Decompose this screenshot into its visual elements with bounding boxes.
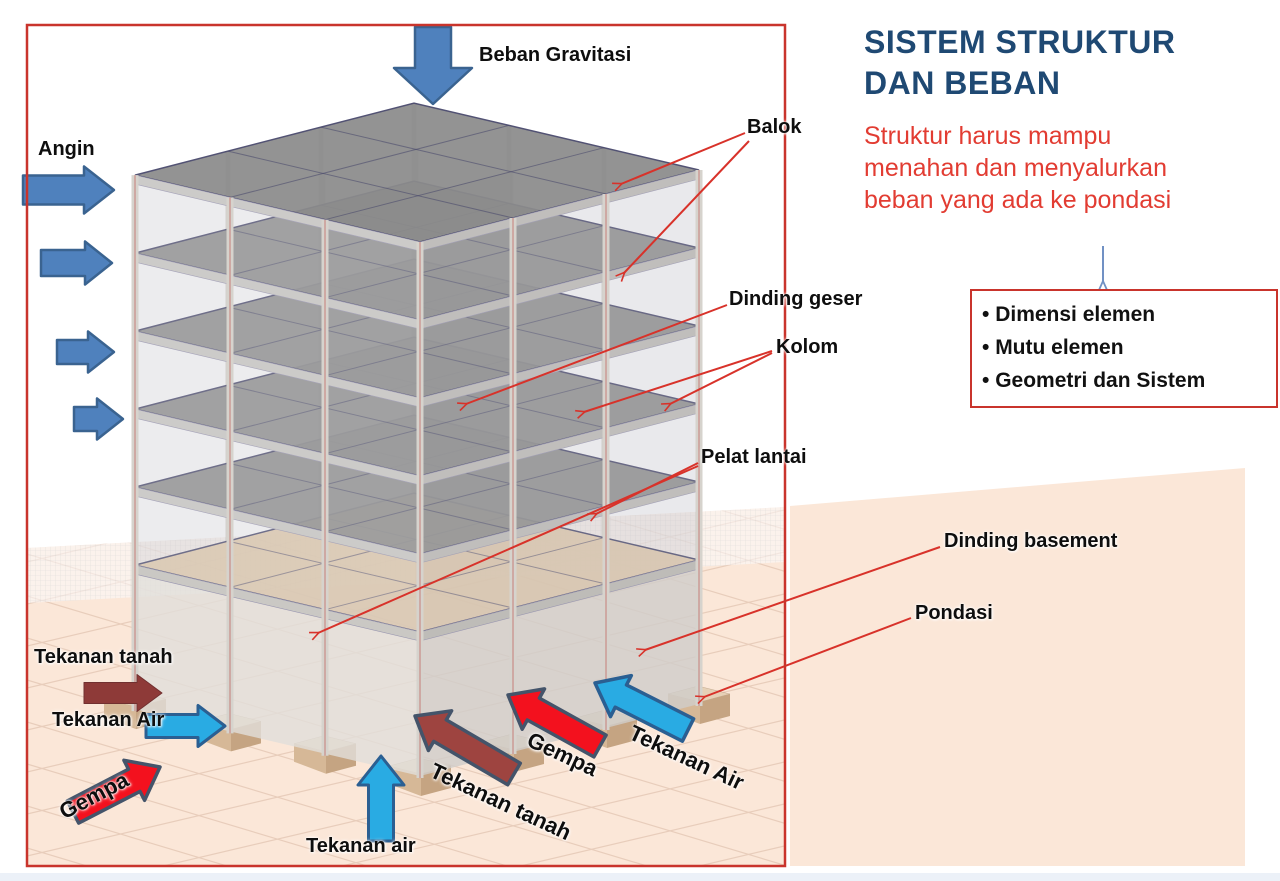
column-callout-line [670, 352, 773, 404]
building-model [103, 102, 731, 796]
requirement-item: Mutu elemen [982, 331, 1270, 364]
basement-wall-callout-line [645, 546, 941, 650]
beam-label: Balok [747, 116, 802, 138]
subtitle-line: Struktur harus mampu [864, 122, 1112, 150]
foundation-label: Pondasi [915, 602, 993, 624]
subtitle-line: beban yang ada ke pondasi [864, 186, 1172, 214]
floor-plate-label: Pelat lantai [701, 446, 807, 468]
column-label: Kolom [776, 336, 839, 358]
wind-arrow-3 [55, 330, 116, 374]
gravity-load-arrow [392, 25, 474, 106]
beam-callout-line [624, 140, 750, 273]
requirement-item: Geometri dan Sistem [982, 364, 1270, 397]
soil-pressure-mid-arrow [413, 709, 523, 787]
ground-outside [790, 468, 1245, 866]
requirement-item: Dimensi elemen [982, 298, 1270, 331]
wind-arrow-1 [21, 165, 116, 215]
subtitle-line: menahan dan menyalurkan [864, 154, 1167, 182]
wind-load-label: Angin [38, 138, 95, 160]
water-pressure-up-arrow [356, 754, 406, 843]
gravity-load-label: Beban Gravitasi [479, 44, 632, 66]
shear-wall-callout-line [466, 304, 728, 404]
column-callout-line [584, 350, 773, 412]
shear-wall-label: Dinding geser [729, 288, 863, 310]
floor-plate-callout-line [318, 465, 699, 633]
water-pressure-left-label: Tekanan Air [52, 709, 165, 731]
wind-arrow-2 [39, 240, 114, 286]
page-title-line2: DAN BEBAN [864, 65, 1061, 101]
quake-left-arrow [65, 758, 162, 825]
beam-callout-line [621, 132, 746, 184]
water-pressure-left-arrow [144, 704, 227, 748]
soil-pressure-left-arrow [83, 674, 163, 712]
diagram-frame [25, 23, 787, 868]
page-title-line1: SISTEM STRUKTUR [864, 24, 1176, 60]
requirements-box: Dimensi elemen Mutu elemen Geometri dan … [970, 289, 1278, 408]
water-pressure-mid-arrow [593, 673, 696, 743]
basement-wall-label: Dinding basement [944, 530, 1118, 552]
soil-pressure-left-label: Tekanan tanah [34, 646, 173, 668]
water-pressure-up-label: Tekanan air [306, 835, 416, 857]
wind-arrow-4 [72, 397, 125, 441]
subtitle: Struktur harus mampu menahan dan menyalu… [864, 120, 1171, 216]
quake-mid-arrow [506, 687, 608, 759]
foundation-callout-line [704, 617, 912, 697]
